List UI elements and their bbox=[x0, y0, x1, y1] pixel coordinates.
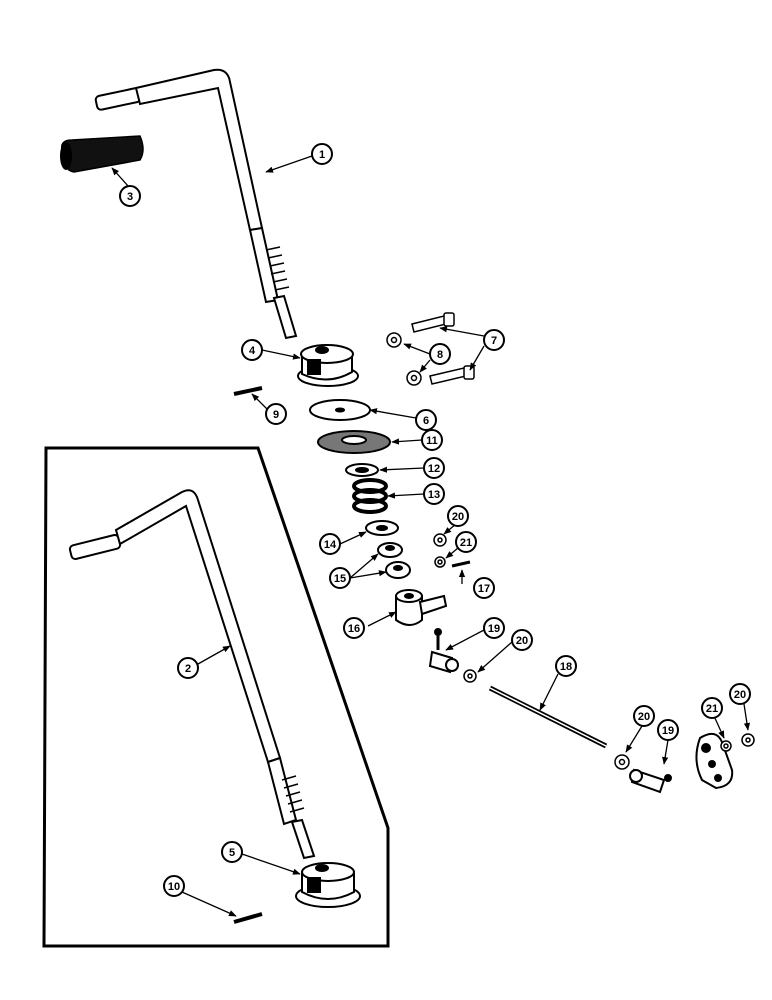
disk-11 bbox=[317, 430, 391, 454]
callout-17: 17 bbox=[473, 577, 495, 599]
pin-17 bbox=[451, 560, 471, 568]
callouts: 1 2 3 4 5 6 7 8 9 10 11 12 13 14 15 16 1… bbox=[119, 143, 751, 897]
svg-text:4: 4 bbox=[249, 345, 256, 357]
leader-lines bbox=[111, 155, 751, 917]
callout-11: 11 bbox=[421, 429, 443, 451]
pin-9 bbox=[233, 386, 263, 396]
callout-18: 18 bbox=[555, 655, 577, 677]
svg-text:9: 9 bbox=[273, 409, 279, 421]
svg-text:14: 14 bbox=[324, 539, 337, 551]
svg-text:20: 20 bbox=[452, 511, 464, 523]
svg-text:18: 18 bbox=[560, 661, 572, 673]
svg-text:5: 5 bbox=[229, 847, 235, 859]
svg-text:6: 6 bbox=[423, 415, 429, 427]
callout-8: 8 bbox=[429, 343, 451, 365]
callout-1: 1 bbox=[311, 143, 333, 165]
bolts-7 bbox=[411, 312, 475, 385]
svg-text:15: 15 bbox=[334, 573, 346, 585]
callout-12: 12 bbox=[423, 457, 445, 479]
rod-end-19-upper bbox=[428, 628, 459, 674]
rod-18 bbox=[488, 685, 608, 749]
svg-text:3: 3 bbox=[127, 191, 133, 203]
callout-9: 9 bbox=[265, 403, 287, 425]
nut-20-b bbox=[463, 669, 477, 683]
callout-21-b: 21 bbox=[701, 697, 723, 719]
callout-13: 13 bbox=[423, 483, 445, 505]
svg-text:8: 8 bbox=[437, 349, 443, 361]
callout-3: 3 bbox=[119, 185, 141, 207]
lever-knob bbox=[60, 135, 144, 173]
svg-text:10: 10 bbox=[168, 881, 180, 893]
svg-text:20: 20 bbox=[638, 711, 650, 723]
small-hardware-right bbox=[720, 733, 755, 752]
svg-text:17: 17 bbox=[478, 583, 490, 595]
svg-text:21: 21 bbox=[706, 703, 718, 715]
small-hardware-mid bbox=[433, 533, 447, 568]
arm-16 bbox=[395, 589, 448, 626]
callout-15: 15 bbox=[329, 567, 351, 589]
callout-19-lower: 19 bbox=[657, 719, 679, 741]
shift-lever-alternate bbox=[68, 489, 316, 860]
nut-20-c bbox=[614, 754, 630, 770]
pin-10 bbox=[233, 912, 263, 924]
svg-text:21: 21 bbox=[460, 537, 472, 549]
svg-text:12: 12 bbox=[428, 463, 440, 475]
washer-14 bbox=[365, 520, 399, 536]
callout-2: 2 bbox=[177, 657, 199, 679]
lever-hub-lower bbox=[295, 862, 361, 908]
svg-text:13: 13 bbox=[428, 489, 440, 501]
callout-7: 7 bbox=[483, 329, 505, 351]
callout-20-c: 20 bbox=[633, 705, 655, 727]
callout-19-upper: 19 bbox=[483, 617, 505, 639]
callout-20-d: 20 bbox=[729, 683, 751, 705]
plate-6 bbox=[309, 399, 371, 421]
lever-hub-upper bbox=[297, 344, 359, 387]
svg-text:7: 7 bbox=[491, 335, 497, 347]
callout-20-b: 20 bbox=[511, 629, 533, 651]
callout-4: 4 bbox=[241, 339, 263, 361]
callout-5: 5 bbox=[221, 841, 243, 863]
callout-10: 10 bbox=[163, 875, 185, 897]
svg-text:11: 11 bbox=[426, 435, 438, 447]
nuts-8 bbox=[386, 332, 422, 386]
callout-21-a: 21 bbox=[455, 531, 477, 553]
svg-text:16: 16 bbox=[348, 623, 360, 635]
svg-text:20: 20 bbox=[734, 689, 746, 701]
callout-14: 14 bbox=[319, 533, 341, 555]
shift-lever-upper bbox=[94, 68, 298, 340]
svg-text:19: 19 bbox=[662, 725, 674, 737]
svg-text:1: 1 bbox=[319, 149, 325, 161]
callout-16: 16 bbox=[343, 617, 365, 639]
svg-text:2: 2 bbox=[185, 663, 191, 675]
svg-text:19: 19 bbox=[488, 623, 500, 635]
callout-20-a: 20 bbox=[447, 505, 469, 527]
inset-frame bbox=[42, 446, 390, 948]
nuts-15 bbox=[377, 542, 411, 579]
callout-6: 6 bbox=[415, 409, 437, 431]
spring-13 bbox=[352, 478, 388, 514]
rod-end-19-lower bbox=[629, 768, 672, 794]
svg-text:20: 20 bbox=[516, 635, 528, 647]
washer-12 bbox=[345, 463, 379, 477]
